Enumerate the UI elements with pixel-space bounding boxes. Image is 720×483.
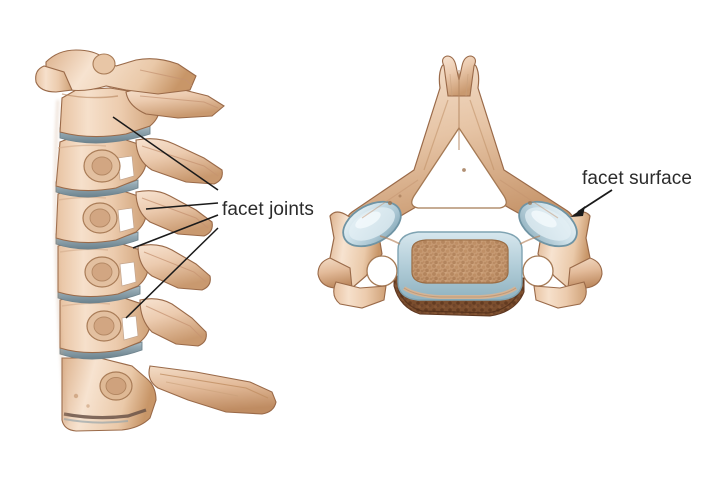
right-transverse-foramen (522, 255, 554, 287)
leader-line-1 (112, 116, 219, 191)
left-transverse-process (317, 211, 398, 309)
facet-joints-leader-lines (112, 116, 219, 319)
left-facet-surface (342, 200, 402, 248)
facet-joint-gap-c5 (119, 261, 137, 287)
vertebra-c6-lateral (59, 293, 207, 354)
leader-line-3 (132, 214, 219, 249)
odontoid-process (92, 53, 116, 75)
bifid-spinous-process (441, 55, 477, 150)
facet-joint-gap-c6 (121, 315, 139, 341)
lateral-column-shading (54, 99, 68, 425)
left-transverse-foramen (366, 255, 398, 287)
arrowhead (571, 206, 585, 217)
vertebra-c3-lateral (55, 133, 223, 192)
c3-spinous-process (135, 138, 223, 185)
facet-joint-gap-c4 (117, 207, 135, 233)
facet-joint-gap-c3 (117, 155, 135, 181)
c7-spinous-process (148, 365, 277, 415)
vertebra-c7-lateral (61, 357, 277, 432)
vertebra-c2-axis-lateral (59, 81, 225, 138)
facet-joints-label: facet joints (222, 199, 315, 220)
arch-nutrient-foramen (462, 168, 466, 172)
vertebra-c5-lateral (57, 239, 211, 298)
facet-surface-label: facet surface (582, 168, 693, 189)
c5-spinous-process (137, 244, 211, 291)
cervical-vertebra-superior-view (317, 55, 603, 317)
facet-surface-arrow (571, 189, 613, 217)
cervical-spine-lateral-view (35, 49, 277, 432)
leader-line-2 (145, 202, 219, 210)
right-facet-surface (518, 200, 578, 248)
vertebral-foramen (411, 126, 507, 209)
vertebra-c1-atlas-lateral (35, 49, 197, 99)
leader-line-4 (125, 227, 219, 319)
